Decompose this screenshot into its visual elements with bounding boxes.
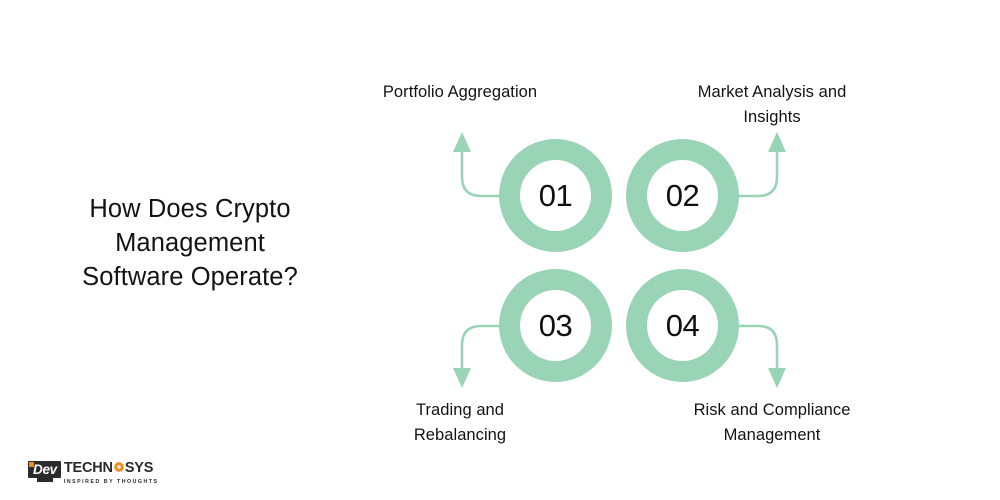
- step-circle-03: 03: [499, 269, 612, 382]
- logo-word-before: TECHN: [63, 460, 113, 477]
- step-circle-02: 02: [626, 139, 739, 252]
- logo-word-row: TECHN SYS: [63, 460, 154, 477]
- arrow-step-03: [453, 324, 500, 388]
- page-title-line-3: Software Operate?: [82, 263, 298, 291]
- arrow-step-02: [739, 132, 786, 198]
- step-circle-01: 01: [499, 139, 612, 252]
- page-title: How Does Crypto Management Software Oper…: [40, 192, 340, 294]
- step-label-04-line-2: Management: [723, 426, 821, 444]
- logo-spark-icon: [29, 462, 34, 467]
- step-circle-inner-02: 02: [647, 160, 718, 231]
- step-label-04: Risk and Compliance Management: [656, 398, 888, 448]
- step-number-04: 04: [665, 308, 700, 343]
- step-circle-inner-03: 03: [520, 290, 591, 361]
- step-number-03: 03: [538, 308, 573, 343]
- page-title-line-2: Management: [115, 229, 265, 257]
- step-label-02-line-1: Market Analysis and: [697, 83, 847, 101]
- arrow-step-01: [453, 132, 500, 198]
- step-circle-inner-01: 01: [520, 160, 591, 231]
- step-label-02-line-2: Insights: [743, 108, 801, 126]
- step-label-03-line-1: Trading and: [416, 401, 504, 419]
- step-label-01: Portfolio Aggregation: [344, 80, 576, 105]
- step-number-02: 02: [665, 178, 700, 213]
- step-label-03-line-2: Rebalancing: [413, 426, 507, 444]
- step-circle-inner-04: 04: [647, 290, 718, 361]
- step-label-03: Trading and Rebalancing: [344, 398, 576, 448]
- step-label-01-line-1: Portfolio Aggregation: [382, 83, 538, 101]
- logo-dev-text: Dev: [33, 462, 57, 477]
- logo-wordmark: TECHN SYS INSPIRED BY THOUGHTS: [64, 461, 159, 486]
- step-number-01: 01: [538, 178, 573, 213]
- arrow-step-04: [739, 324, 786, 388]
- devtechnosys-logo: Dev TECHN SYS INSPIRED BY THOUGHTS: [28, 461, 158, 491]
- step-label-02: Market Analysis and Insights: [656, 80, 888, 130]
- gear-icon: [113, 461, 125, 477]
- logo-word-after: SYS: [124, 460, 154, 477]
- page-title-line-1: How Does Crypto: [89, 195, 291, 223]
- step-label-04-line-1: Risk and Compliance: [693, 401, 851, 419]
- step-circle-04: 04: [626, 269, 739, 382]
- logo-tagline: INSPIRED BY THOUGHTS: [63, 478, 159, 485]
- logo-dev-mark: Dev: [28, 461, 61, 482]
